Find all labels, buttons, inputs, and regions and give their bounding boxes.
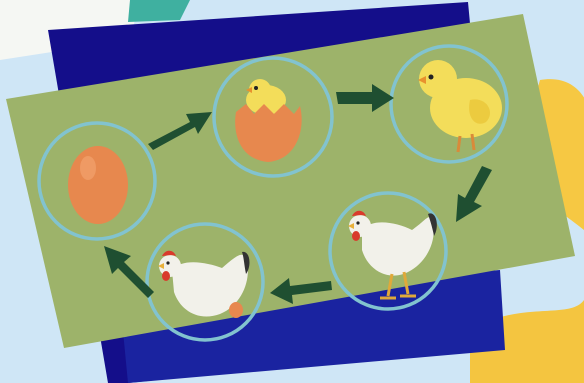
egg-icon	[68, 146, 128, 224]
egg-highlight	[80, 156, 96, 180]
